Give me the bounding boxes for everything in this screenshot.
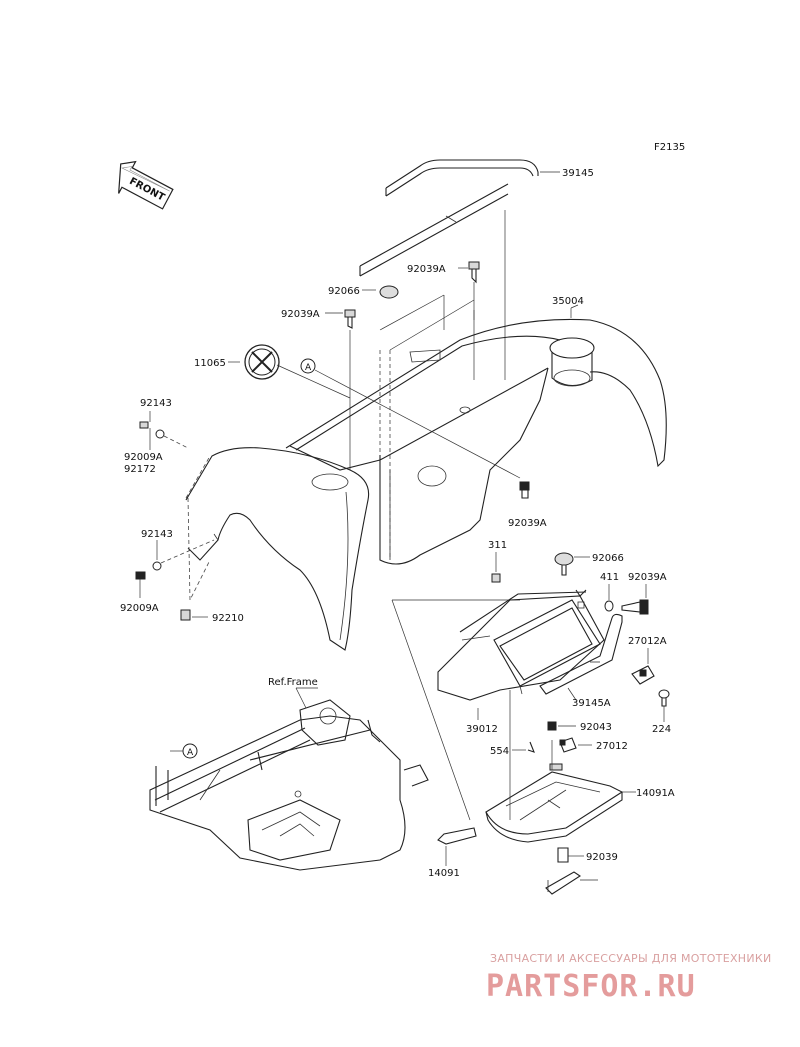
label-14091A: 14091A: [636, 788, 675, 799]
pin-554: [509, 690, 535, 820]
front-fender: [185, 447, 370, 651]
label-39145: 39145: [562, 168, 594, 179]
label-92009: 92043: [580, 722, 612, 733]
screw-224: [658, 689, 670, 722]
clip-92039-bottom: [557, 847, 584, 863]
hardware-92143-top: [139, 411, 189, 450]
storage-box-39012: [437, 589, 605, 720]
label-27012: 27012: [596, 741, 628, 752]
label-92066-top: 92066: [328, 286, 360, 297]
label-92210: 92210: [212, 613, 244, 624]
clip-92039A-mid: [519, 481, 530, 499]
ref-frame-label: Ref.Frame: [268, 677, 318, 688]
label-411: 411: [600, 572, 619, 583]
ref-frame-drawing: [149, 687, 429, 871]
figure-code: F2135: [654, 142, 685, 153]
callout-a-top: A: [300, 358, 521, 479]
watermark-brand: PARTSFOR.RU: [486, 969, 696, 1004]
nut-311: [491, 552, 501, 583]
label-35004: 35004: [552, 296, 584, 307]
guard-rail-39145: [359, 159, 560, 277]
leader-lines: [349, 210, 506, 560]
pin-92043: [437, 827, 477, 866]
label-92143-top: 92143: [140, 398, 172, 409]
label-92043: 14091: [428, 868, 460, 879]
label-39145A: 39145A: [572, 698, 611, 709]
label-39012: 39012: [466, 724, 498, 735]
cap-92066-lower: [554, 552, 590, 576]
label-554: 554: [490, 746, 509, 757]
rear-fender-35004: [285, 304, 667, 565]
seal-39145A: [539, 613, 623, 701]
label-27012A: 27012A: [628, 636, 667, 647]
label-224: 224: [652, 724, 671, 735]
svg-text:A: A: [187, 748, 194, 758]
clip-92039A-left: [325, 309, 356, 329]
hardware-92143-mid: [135, 539, 215, 598]
lid-14091A: [485, 740, 636, 843]
label-311: 311: [488, 540, 507, 551]
watermark: ЗАПЧАСТИ И АКСЕССУАРЫ ДЛЯ МОТОТЕХНИКИ PA…: [486, 952, 772, 1004]
label-92039A-left: 92039A: [281, 309, 320, 320]
latch-27012: [559, 737, 592, 753]
label-92039: 92039: [586, 852, 618, 863]
watermark-subtitle: ЗАПЧАСТИ И АКСЕССУАРЫ ДЛЯ МОТОТЕХНИКИ: [490, 952, 772, 965]
washer-411: [604, 584, 614, 612]
label-92066-lower: 92066: [592, 553, 624, 564]
label-92039A-top: 92039A: [407, 264, 446, 275]
screw-92009: [547, 721, 576, 731]
svg-text:A: A: [305, 363, 312, 373]
callout-a-bottom: A: [170, 743, 198, 759]
front-arrow-icon: FRONT: [118, 160, 174, 210]
label-92009A-top: 92009A: [124, 452, 163, 463]
label-92172: 92172: [124, 464, 156, 475]
box-detail-leader: [391, 599, 520, 821]
label-92039A-right: 92039A: [628, 572, 667, 583]
label-92143-mid: 92143: [141, 529, 173, 540]
cover-14091: [545, 871, 598, 895]
label-11065: 11065: [194, 358, 226, 369]
nut-92210: [180, 609, 208, 621]
latch-27012A: [631, 648, 655, 685]
label-92039A-mid: 92039A: [508, 518, 547, 529]
grommet-11065: [228, 344, 351, 399]
clip-92039A-right: [621, 584, 649, 615]
label-92009A-bottom: 92009A: [120, 603, 159, 614]
cap-92066-top: [362, 285, 399, 299]
